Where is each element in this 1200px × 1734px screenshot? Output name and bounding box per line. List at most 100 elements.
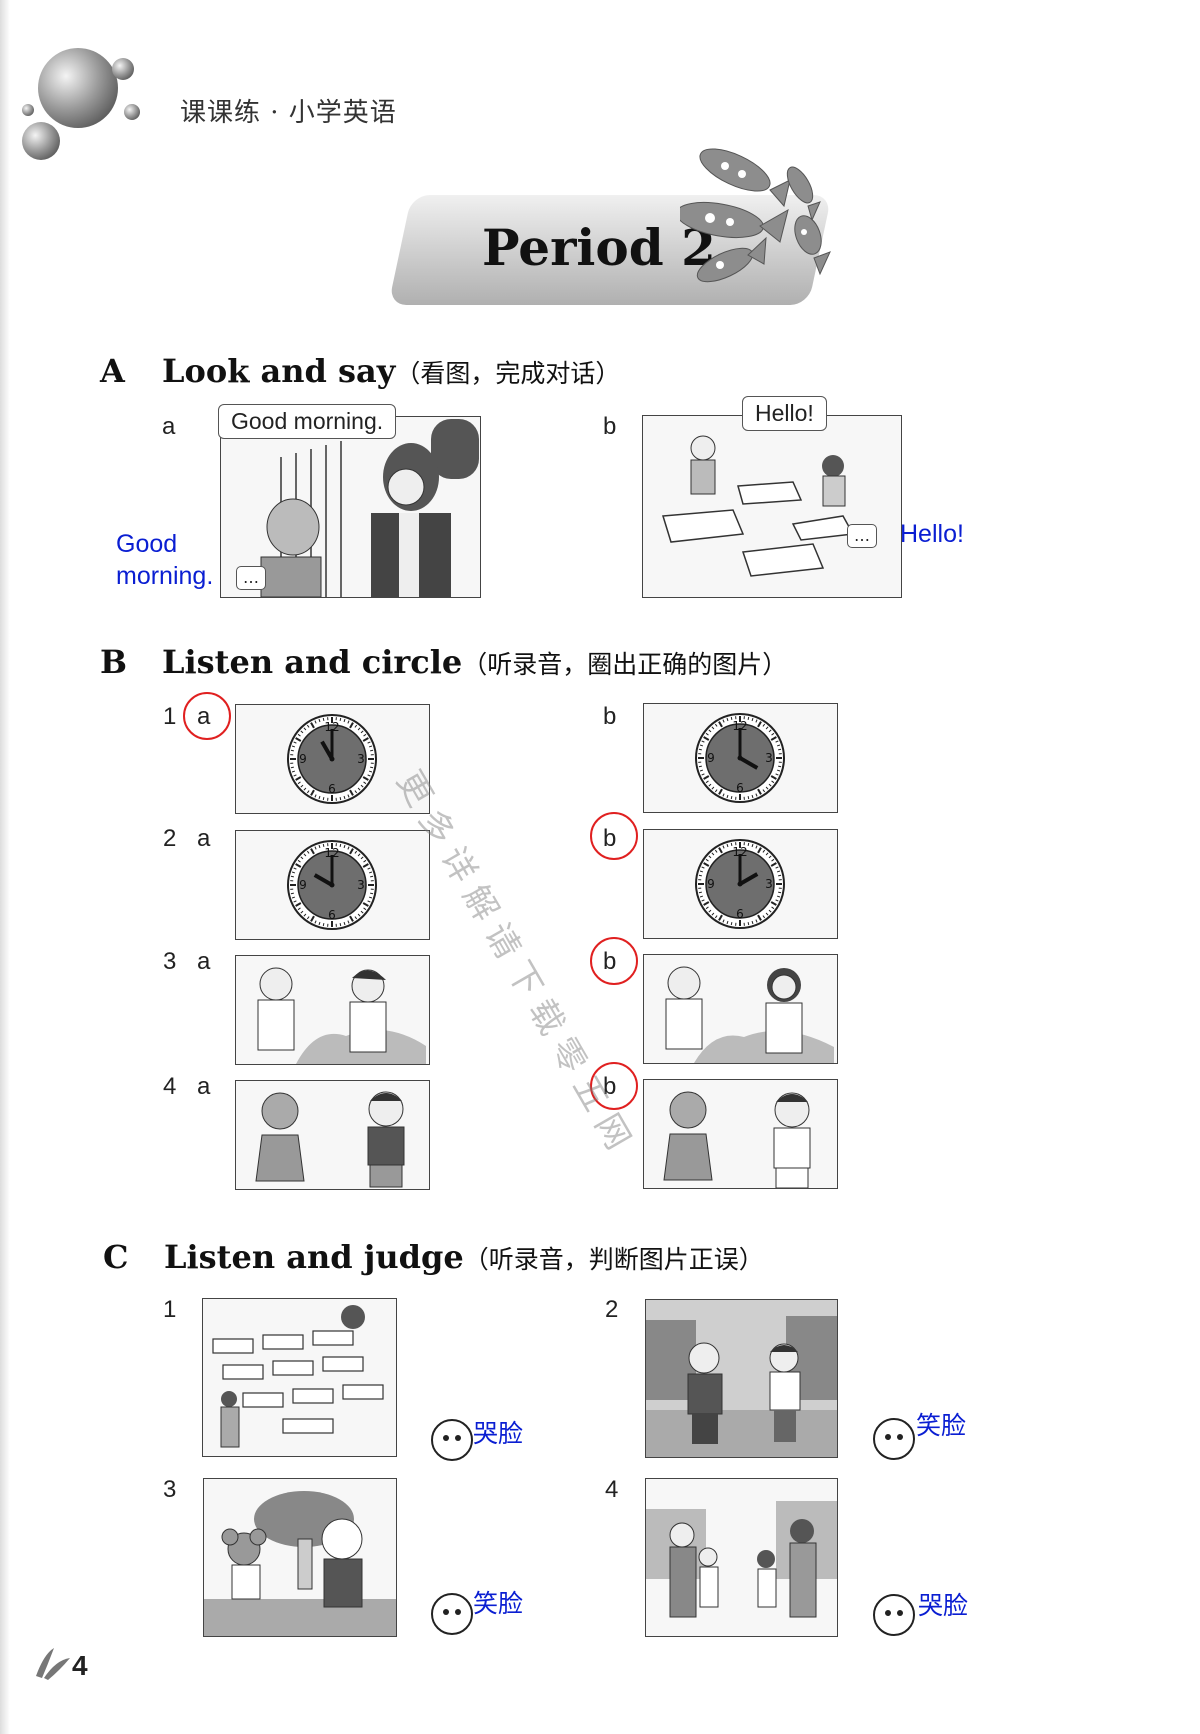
clock-tick	[778, 891, 782, 894]
clock-tick	[303, 853, 307, 857]
greeting-picture-3b	[643, 954, 838, 1064]
speech-bubble-hello: Hello!	[742, 396, 827, 431]
clock-tick	[762, 723, 766, 727]
clock-tick	[368, 871, 373, 874]
clock-tick	[705, 732, 709, 736]
decorative-bubble	[22, 104, 34, 116]
row-4-number: 4	[163, 1073, 177, 1100]
clock-tick	[314, 846, 317, 850]
clock-tick	[322, 797, 325, 801]
clock-tick	[776, 744, 781, 747]
clock-tick	[698, 874, 702, 877]
reply-bubble-b: …	[847, 524, 877, 548]
clock-pivot	[737, 755, 743, 761]
clock-pivot	[329, 756, 335, 762]
clock-tick	[368, 745, 373, 748]
clock-tick	[730, 796, 733, 800]
clock-tick	[762, 915, 766, 919]
clock-tick	[708, 729, 712, 733]
section-a-title: Look and say（看图，完成对话）	[162, 352, 620, 390]
clock-tick	[363, 907, 367, 911]
clock-tick	[367, 774, 371, 777]
clock-tick	[778, 765, 782, 768]
clock-tick	[755, 719, 758, 723]
clock-tick	[349, 848, 354, 855]
clock-tick	[300, 784, 304, 788]
girl-and-boy-illustration	[255, 1091, 405, 1188]
clock-tick	[297, 859, 301, 863]
section-a-letter: A	[100, 352, 125, 390]
clock-tick	[303, 727, 307, 731]
clock-tick	[297, 733, 301, 737]
clock-tick	[711, 912, 715, 916]
clock-tick	[303, 787, 307, 791]
leaf-icon	[36, 1648, 70, 1680]
clock-tick	[722, 793, 725, 797]
clock-tick	[703, 775, 710, 780]
clock-tick	[755, 919, 758, 923]
section-a-title-text: Look and say	[162, 352, 396, 390]
clock-tick	[290, 749, 294, 752]
judge-picture-2	[645, 1299, 838, 1458]
judge-face-icon-2	[873, 1418, 915, 1460]
clock-tick	[339, 797, 342, 801]
clock-tick	[765, 726, 769, 730]
clock-tick	[770, 775, 777, 780]
clock-tick	[310, 915, 315, 922]
clock-tick	[714, 849, 718, 853]
clock-tick	[360, 784, 364, 788]
clock-tick	[303, 913, 307, 917]
judge-answer-1: 哭脸	[473, 1420, 524, 1448]
clock-tick	[306, 916, 310, 920]
clock-tick	[771, 732, 775, 736]
judge-picture-1	[202, 1298, 397, 1457]
judge-answer-3: 笑脸	[473, 1590, 524, 1618]
clock-tick	[306, 850, 310, 854]
clock-tick	[757, 721, 762, 728]
clock-tick	[747, 796, 750, 800]
clock-tick	[701, 740, 705, 743]
clock-number: 3	[357, 878, 365, 892]
clock-tick	[310, 848, 315, 855]
clock-tick	[318, 795, 321, 800]
clock-hour-hand	[313, 873, 333, 887]
clock-tick	[711, 852, 715, 856]
clock-tick	[347, 846, 350, 850]
clock-tick	[726, 717, 729, 722]
section-c-title: Listen and judge（听录音，判断图片正误）	[164, 1238, 764, 1276]
clock-tick	[310, 789, 315, 796]
clock-tick	[718, 721, 723, 728]
clock-tick	[699, 744, 704, 747]
clock-tick	[703, 862, 710, 867]
clock-tick	[339, 717, 342, 721]
clock-tick	[368, 896, 373, 899]
clock-tick	[705, 858, 709, 862]
clock-tick	[775, 899, 779, 902]
clock-pivot	[737, 881, 743, 887]
reply-bubble-a: …	[236, 566, 266, 590]
clock-tick	[297, 781, 301, 785]
clock-tick	[291, 745, 296, 748]
judge-item-2-number: 2	[605, 1296, 619, 1323]
clock-tick	[343, 718, 346, 723]
clock-tick	[306, 724, 310, 728]
clock-tick	[705, 780, 709, 784]
clock-tick	[757, 847, 762, 854]
clock-tick	[291, 871, 296, 874]
clock-tick	[762, 789, 766, 793]
row-2-option-a: a	[197, 825, 211, 852]
clock-tick	[722, 719, 725, 723]
clock-number: 12	[732, 845, 747, 859]
clock-tick	[775, 866, 779, 869]
clock-tick	[370, 892, 374, 895]
classroom-illustration	[662, 435, 855, 577]
clock-tick	[776, 895, 781, 898]
clock-tick	[776, 870, 781, 873]
clock-tick	[322, 843, 325, 847]
clock-tick	[300, 856, 304, 860]
clock-tick	[362, 776, 369, 781]
clock-hour-hand	[739, 756, 759, 770]
judge-picture-4	[645, 1478, 838, 1637]
clock-number: 3	[765, 751, 773, 765]
